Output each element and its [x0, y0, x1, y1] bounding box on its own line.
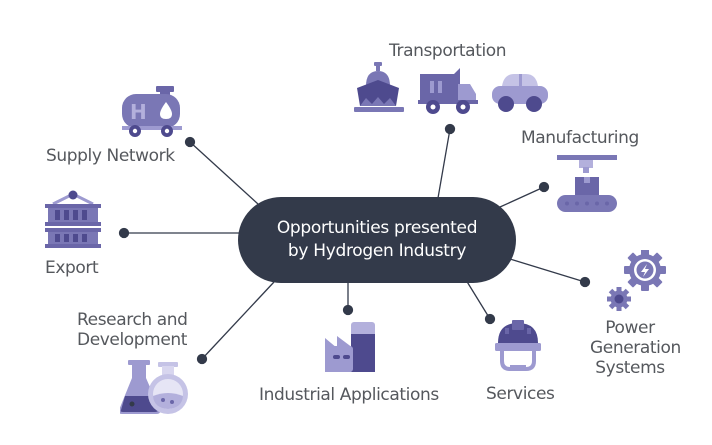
hub-title-line-1: Opportunities presented — [276, 218, 478, 238]
connector-supply-network — [189, 141, 259, 205]
connector-dot-manufacturing — [538, 181, 550, 193]
connector-dot-power-generation — [579, 276, 591, 288]
connector-manufacturing — [499, 186, 545, 208]
connector-dot-supply-network — [184, 136, 196, 148]
central-hub: Opportunities presented by Hydrogen Indu… — [238, 197, 516, 283]
label-services: Services — [486, 384, 555, 404]
connector-dot-industrial — [342, 304, 354, 316]
factory-icon — [325, 322, 375, 372]
label-power-generation-line-3: Systems — [595, 358, 665, 378]
svg-text:H: H — [130, 100, 147, 124]
truck-icon — [418, 68, 478, 114]
label-power-generation: Power Generation Systems — [590, 318, 681, 378]
lab-flask-icon — [120, 360, 188, 414]
label-supply-network: Supply Network — [46, 146, 175, 166]
label-power-generation-line-1: Power — [605, 318, 655, 338]
hub-title-line-2: by Hydrogen Industry — [287, 241, 467, 261]
gear-lightning-icon — [624, 250, 666, 291]
label-manufacturing: Manufacturing — [521, 128, 639, 148]
label-transportation: Transportation — [389, 41, 507, 61]
label-power-generation-line-2: Generation — [590, 338, 681, 358]
car-icon — [492, 74, 548, 112]
connector-research — [201, 281, 275, 360]
label-research-line-1: Research and — [77, 310, 188, 330]
connector-dot-export — [118, 227, 130, 239]
ship-icon — [354, 62, 404, 112]
label-export: Export — [45, 258, 99, 278]
connector-power-generation — [509, 258, 586, 283]
shipping-container-icon — [45, 190, 101, 248]
connector-dot-transportation — [444, 123, 456, 135]
label-research-line-2: Development — [77, 330, 188, 350]
label-industrial-applications: Industrial Applications — [259, 385, 439, 405]
hydrogen-tank-wagon-icon: H — [122, 86, 182, 137]
connector-transportation — [437, 128, 451, 199]
connector-services — [465, 279, 491, 320]
connector-dot-services — [484, 313, 496, 325]
connector-dot-research — [196, 353, 208, 365]
hard-hat-icon — [495, 320, 541, 371]
small-gear-icon — [607, 287, 631, 311]
label-research-development: Research and Development — [77, 310, 188, 350]
conveyor-robot-icon — [557, 155, 617, 212]
